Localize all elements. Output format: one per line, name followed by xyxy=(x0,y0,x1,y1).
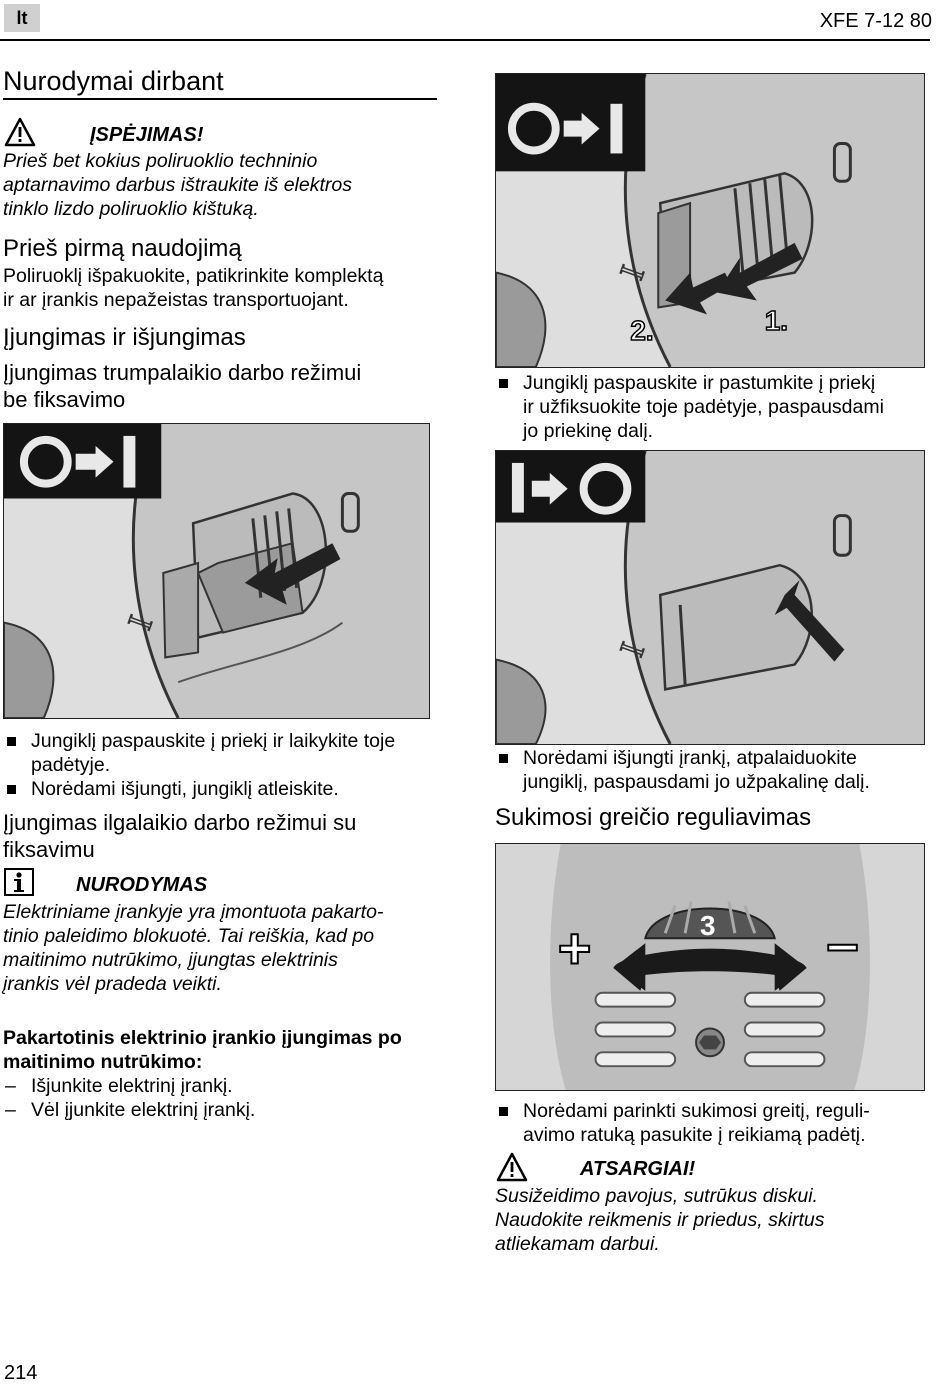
list-item: Išjunkite elektrinį įrankį. xyxy=(3,1074,443,1098)
title-rule xyxy=(3,98,437,100)
first-use-text: Poliruoklį išpakuokite, patikrinkite kom… xyxy=(3,265,384,311)
caution-icon xyxy=(496,1152,528,1182)
language-badge: lt xyxy=(4,4,40,32)
off-bullet: Norėdami išjungti įrankį, atpalaiduokite… xyxy=(495,746,935,794)
dial-minus-label: – xyxy=(826,912,858,976)
switch-off-figure: I xyxy=(495,450,925,745)
warning-text: Prieš bet kokius poliruoklio techninio a… xyxy=(3,150,352,220)
warning-title: ĮSPĖJIMAS! xyxy=(90,124,204,146)
speed-bullet: Norėdami parinkti sukimosi greitį, regul… xyxy=(495,1099,935,1147)
page-title: Nurodymai dirbant xyxy=(3,66,224,96)
momentary-heading: Įjungimas trumpalaikio darbo režimui be … xyxy=(3,360,362,412)
momentary-bullets: Jungiklį paspauskite į priekį ir laikyki… xyxy=(3,729,443,801)
list-item: Jungiklį paspauskite ir pastumkite į pri… xyxy=(495,371,935,443)
page-number: 214 xyxy=(4,1362,38,1384)
list-item: Vėl įjunkite elektrinį įrankį. xyxy=(3,1098,443,1122)
dial-plus-label: + xyxy=(558,917,592,981)
step-1-label: 1. xyxy=(765,305,788,336)
model-number: XFE 7-12 80 xyxy=(819,10,932,32)
lock-bullet: Jungiklį paspauskite ir pastumkite į pri… xyxy=(495,371,935,443)
on-off-heading: Įjungimas ir išjungimas xyxy=(3,324,246,351)
first-use-heading: Prieš pirmą naudojimą xyxy=(3,235,242,262)
caution-title: ATSARGIAI! xyxy=(580,1158,696,1180)
header-rule xyxy=(0,39,930,41)
restart-heading: Pakartotinis elektrinio įrankio įjungima… xyxy=(3,1027,402,1073)
info-icon xyxy=(4,868,34,896)
list-item: Norėdami išjungti įrankį, atpalaiduokite… xyxy=(495,746,935,794)
warning-icon xyxy=(4,117,36,147)
continuous-heading: Įjungimas ilgalaikio darbo režimui su fi… xyxy=(3,810,357,862)
speed-heading: Sukimosi greičio reguliavimas xyxy=(495,804,812,831)
switch-momentary-figure: I xyxy=(3,423,430,719)
list-item: Jungiklį paspauskite į priekį ir laikyki… xyxy=(3,729,443,777)
dial-position-label: 3 xyxy=(700,910,715,941)
restart-steps: Išjunkite elektrinį įrankį. Vėl įjunkite… xyxy=(3,1074,443,1122)
note-text: Elektriniame įrankyje yra įmontuota paka… xyxy=(3,901,384,995)
speed-dial-figure: 3 + – xyxy=(495,843,925,1091)
caution-text: Susižeidimo pavojus, sutrūkus diskui. Na… xyxy=(495,1185,825,1255)
list-item: Norėdami parinkti sukimosi greitį, regul… xyxy=(495,1099,935,1147)
switch-lock-figure: 2. 1. I xyxy=(495,73,925,368)
list-item: Norėdami išjungti, jungiklį atleiskite. xyxy=(3,777,443,801)
step-2-label: 2. xyxy=(630,315,653,346)
note-title: NURODYMAS xyxy=(76,874,208,896)
